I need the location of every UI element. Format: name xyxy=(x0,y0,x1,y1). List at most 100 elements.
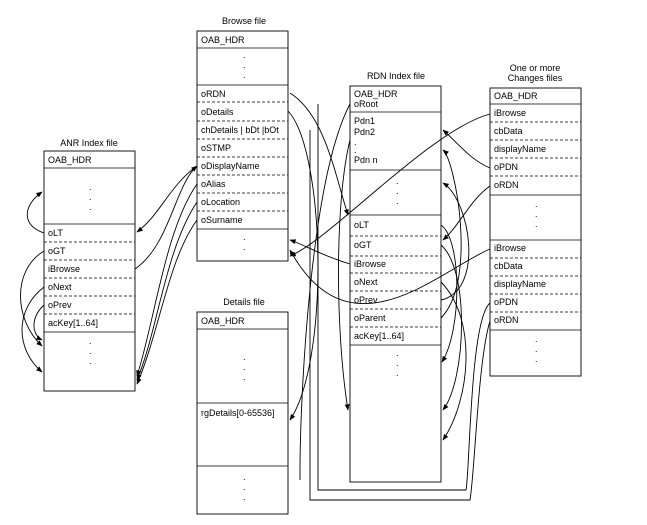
changes-title-line1: One or more xyxy=(510,63,561,73)
svg-text:.: . xyxy=(243,352,246,362)
browse-olocation-arrow xyxy=(136,201,198,381)
rdn-file-box xyxy=(349,85,442,483)
changes-field-ordn-2: oRDN xyxy=(494,315,519,325)
changes-title-line2: Changes files xyxy=(508,73,563,83)
details-ellipsis: . . . xyxy=(243,352,246,382)
changes-opdn-arrow xyxy=(442,129,491,169)
changes-field-opdn: oPDN xyxy=(494,162,518,172)
changes-ellipsis-bottom: . . . xyxy=(535,334,538,364)
svg-text:.: . xyxy=(535,354,538,364)
browse-osurname-arrow xyxy=(136,219,198,385)
rdn-field-olt: oLT xyxy=(354,220,369,230)
changes-ellipsis: . . . xyxy=(535,199,538,229)
browse-field-olocation: oLocation xyxy=(201,197,240,207)
rdn-field-ogt: oGT xyxy=(354,240,372,250)
browse-field-odisplayname: oDisplayName xyxy=(201,161,260,171)
rdn-pdn-ellipsis: . . xyxy=(354,137,357,155)
browse-ordn-arrow xyxy=(289,92,349,216)
anr-field-onext: oNext xyxy=(48,282,72,292)
svg-text:.: . xyxy=(354,145,357,155)
svg-text:.: . xyxy=(243,362,246,372)
browse-file: Browse file OAB_HDR . . . oRDN oDetails … xyxy=(196,16,289,262)
svg-text:.: . xyxy=(89,202,92,212)
browse-ellipsis: . . . xyxy=(243,50,246,80)
svg-text:.: . xyxy=(396,196,399,206)
anr-header: OAB_HDR xyxy=(48,155,92,165)
changes-ordn-arrow xyxy=(442,185,491,241)
changes-files: One or more Changes files OAB_HDR iBrows… xyxy=(489,63,582,377)
connectors xyxy=(20,92,491,501)
svg-text:.: . xyxy=(89,346,92,356)
svg-text:.: . xyxy=(535,199,538,209)
svg-text:.: . xyxy=(89,192,92,202)
browse-oalias-arrow xyxy=(136,183,198,377)
svg-text:.: . xyxy=(243,70,246,80)
svg-text:.: . xyxy=(354,137,357,147)
anr-file-box xyxy=(43,150,136,392)
anr-index-file: ANR Index file OAB_HDR . . . oLT oGT iBr… xyxy=(43,138,136,392)
changes-field-ibrowse-2: iBrowse xyxy=(494,243,526,253)
svg-text:.: . xyxy=(243,372,246,382)
svg-text:.: . xyxy=(243,232,246,242)
rdn-pdn-2: Pdn2 xyxy=(354,127,375,137)
changes-field-cbdata-2: cbData xyxy=(494,261,523,271)
rdn-ellipsis: . . . xyxy=(396,176,399,206)
anr-ibrowse-arrow xyxy=(134,165,198,270)
svg-text:.: . xyxy=(535,344,538,354)
browse-field-osurname: oSurname xyxy=(201,215,243,225)
anr-field-ibrowse: iBrowse xyxy=(48,264,80,274)
changes-ibrowse-arrow xyxy=(289,113,491,257)
rdn-oroot-line xyxy=(299,103,351,480)
changes-file-box xyxy=(489,87,582,377)
anr-field-ackey: acKey[1..64] xyxy=(48,318,98,328)
rdn-index-file: RDN Index file OAB_HDR oRoot Pdn1 Pdn2 .… xyxy=(349,71,442,483)
rdn-header: OAB_HDR xyxy=(354,89,398,99)
anr-field-olt: oLT xyxy=(48,228,63,238)
changes-field-ordn: oRDN xyxy=(494,180,519,190)
changes-field-displayname: displayName xyxy=(494,144,546,154)
rdn-field-ibrowse: iBrowse xyxy=(354,259,386,269)
svg-text:.: . xyxy=(243,482,246,492)
rdn-pdn-n: Pdn n xyxy=(354,155,378,165)
anr-olt-arrow xyxy=(26,191,45,234)
anr-file-title: ANR Index file xyxy=(60,138,118,148)
rdn-onext-arrow xyxy=(440,281,467,441)
anr-ellipsis-bottom: . . . xyxy=(89,336,92,366)
browse-field-ordn: oRDN xyxy=(201,89,226,99)
details-file-box xyxy=(196,311,289,515)
rdn-pdn-1: Pdn1 xyxy=(354,116,375,126)
svg-text:.: . xyxy=(89,182,92,192)
rdn-field-oparent: oParent xyxy=(354,313,386,323)
browse-field-odetails: oDetails xyxy=(201,107,234,117)
rdn-pdn-line xyxy=(338,139,351,411)
rdn-ibrowse-arrow xyxy=(289,239,351,265)
svg-text:.: . xyxy=(535,209,538,219)
anr-ogt-arrow xyxy=(20,250,45,347)
browse-field-ostmp: oSTMP xyxy=(201,143,231,153)
details-file: Details file OAB_HDR . . . rgDetails[0-6… xyxy=(196,297,289,515)
anr-onext-arrow xyxy=(21,286,45,373)
changes-header: OAB_HDR xyxy=(494,91,538,101)
details-file-title: Details file xyxy=(223,297,265,307)
browse-odisplayname-arrow xyxy=(136,165,198,233)
changes-field-ibrowse: iBrowse xyxy=(494,108,526,118)
svg-text:.: . xyxy=(535,219,538,229)
svg-text:.: . xyxy=(243,60,246,70)
svg-text:.: . xyxy=(396,348,399,358)
changes-field-cbdata: cbData xyxy=(494,126,523,136)
rdn-ogt-arrow xyxy=(440,244,462,411)
svg-text:.: . xyxy=(396,358,399,368)
svg-text:.: . xyxy=(396,368,399,378)
svg-text:.: . xyxy=(89,356,92,366)
rdn-oparent-arrow xyxy=(440,149,462,319)
changes-ibrowse-2-arrow xyxy=(289,248,491,304)
changes-ordn-2-arrow xyxy=(309,130,491,501)
details-ellipsis-bottom: . . . xyxy=(243,472,246,502)
browse-file-title: Browse file xyxy=(222,16,266,26)
anr-oprev-arrow xyxy=(33,304,45,341)
svg-text:.: . xyxy=(243,50,246,60)
rdn-file-title: RDN Index file xyxy=(367,71,425,81)
anr-field-oprev: oPrev xyxy=(48,300,72,310)
svg-text:.: . xyxy=(243,492,246,502)
rdn-oprev-arrow xyxy=(440,182,470,301)
